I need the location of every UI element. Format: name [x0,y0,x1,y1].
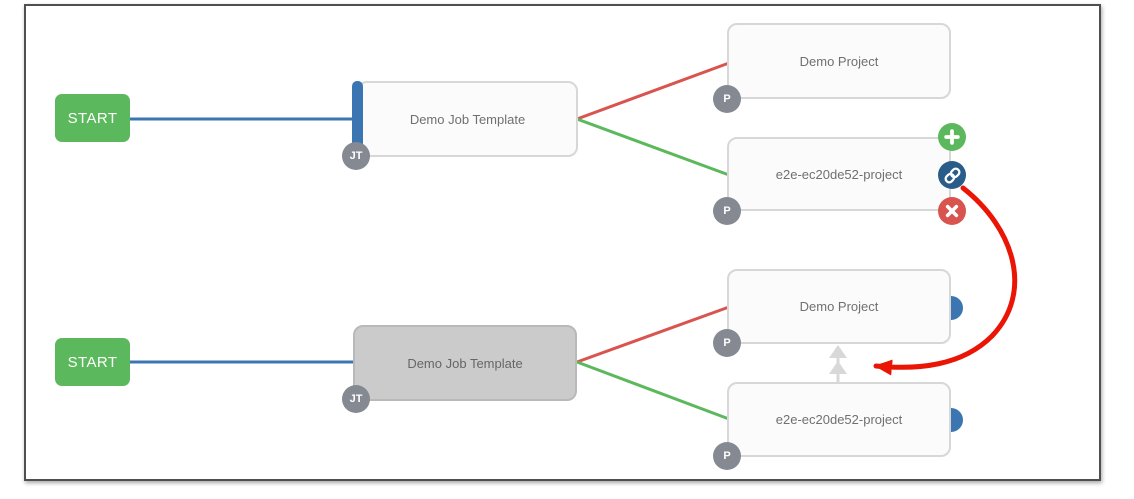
node-label: Demo Project [799,299,879,314]
badge-text: JT [349,393,363,405]
job-template-node-bottom[interactable]: Demo Job Template [353,325,577,401]
chain-link-icon [944,167,960,183]
node-label: e2e-ec20de52-project [775,166,903,182]
e2e-project-node-bottom[interactable]: e2e-ec20de52-project [727,382,951,457]
link-jt-to-demo-project-top [576,61,730,121]
node-label: Demo Job Template [407,355,523,371]
demo-project-node-top[interactable]: Demo Project [727,23,951,99]
jt-badge: JT [342,385,370,413]
start-node-top[interactable]: START [55,94,130,142]
p-badge: P [713,85,741,113]
badge-text: P [723,93,731,105]
link-jt-to-e2e-project-bottom [576,360,730,421]
p-badge: P [713,329,741,357]
badge-text: JT [349,150,363,162]
e2e-project-node-top[interactable]: e2e-ec20de52-project [727,137,951,211]
start-node-bottom[interactable]: START [55,338,130,386]
jt-badge: JT [342,142,370,170]
start-label: START [67,109,118,127]
link-jt-to-e2e-project-top [576,117,730,177]
job-template-node-top[interactable]: Demo Job Template [357,81,578,157]
badge-text: P [723,337,731,349]
selected-node-bar [352,81,363,158]
badge-text: P [723,205,731,217]
link-point-e2e-project[interactable] [951,408,963,432]
workflow-canvas: START Demo Job Template JT Demo Project … [24,4,1101,481]
link-node-button[interactable] [938,161,966,189]
p-badge: P [713,442,741,470]
add-node-button[interactable] [938,123,966,151]
demo-project-node-bottom[interactable]: Demo Project [727,269,951,344]
x-icon [945,204,959,218]
node-label: e2e-ec20de52-project [775,412,903,427]
connection-lines-layer [130,61,847,421]
delete-node-button[interactable] [938,197,966,225]
node-label: Demo Job Template [409,111,526,127]
p-badge: P [713,197,741,225]
plus-icon [944,129,960,145]
insert-link-indicator [829,345,847,382]
badge-text: P [723,450,731,462]
link-jt-to-demo-project-bottom [576,305,730,364]
node-label: Demo Project [799,53,879,69]
start-label: START [67,353,118,371]
